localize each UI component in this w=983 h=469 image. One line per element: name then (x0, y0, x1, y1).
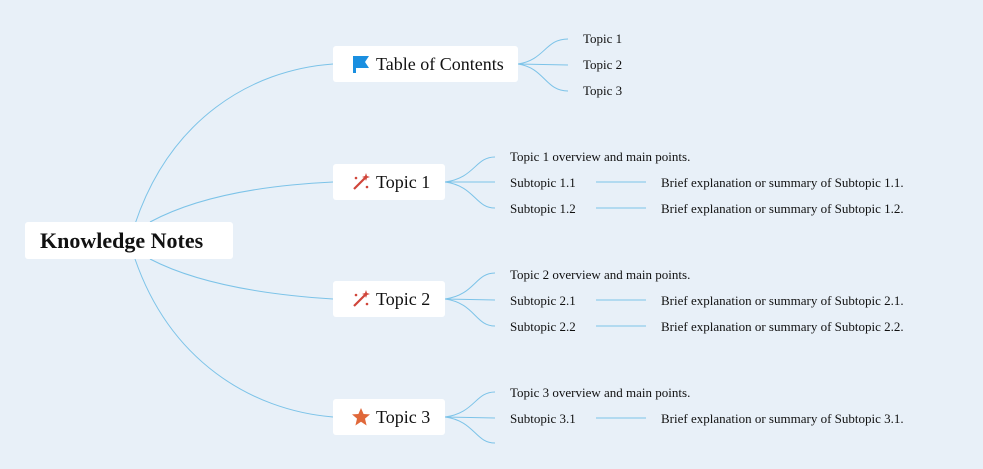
root-node[interactable]: Knowledge Notes (25, 222, 233, 259)
link-topic3-overview (444, 391, 496, 418)
topic1-node[interactable]: Topic 1 (333, 164, 445, 200)
topic1-label: Topic 1 (376, 171, 431, 192)
link-topic3-empty (444, 416, 496, 444)
topic2-node[interactable]: Topic 2 (333, 281, 445, 317)
link-topic1-overview (444, 156, 496, 183)
link-root-toc (134, 63, 334, 225)
toc-item[interactable]: Topic 1 (583, 31, 623, 46)
link-root-topic3 (134, 258, 334, 418)
magic-wand-icon (351, 172, 371, 192)
link-root-topic1 (149, 181, 334, 223)
link-topic1-sub2 (444, 181, 496, 209)
subtopic-1-2-detail[interactable]: Brief explanation or summary of Subtopic… (661, 201, 904, 216)
topic1-overview[interactable]: Topic 1 overview and main points. (510, 149, 691, 164)
link-toc-item1 (517, 38, 569, 65)
toc-item[interactable]: Topic 2 (583, 57, 623, 72)
star-icon (351, 407, 371, 427)
link-toc-item2 (517, 63, 569, 66)
topic3-label: Topic 3 (376, 406, 431, 427)
topic2-overview[interactable]: Topic 2 overview and main points. (510, 267, 691, 282)
topic2-label: Topic 2 (376, 288, 431, 309)
topic3-node[interactable]: Topic 3 (333, 399, 445, 435)
toc-item[interactable]: Topic 3 (583, 83, 623, 98)
link-topic3-sub1 (444, 416, 496, 419)
subtopic-1-1-detail[interactable]: Brief explanation or summary of Subtopic… (661, 175, 904, 190)
subtopic-2-1[interactable]: Subtopic 2.1 (510, 293, 576, 308)
toc-label: Table of Contents (376, 53, 504, 74)
link-topic2-sub2 (444, 298, 496, 327)
subtopic-2-2-detail[interactable]: Brief explanation or summary of Subtopic… (661, 319, 904, 334)
toc-node[interactable]: Table of Contents (333, 46, 518, 82)
subtopic-3-1-detail[interactable]: Brief explanation or summary of Subtopic… (661, 411, 904, 426)
subtopic-2-2[interactable]: Subtopic 2.2 (510, 319, 576, 334)
magic-wand-icon (351, 289, 371, 309)
subtopic-2-1-detail[interactable]: Brief explanation or summary of Subtopic… (661, 293, 904, 308)
topic3-overview[interactable]: Topic 3 overview and main points. (510, 385, 691, 400)
subtopic-1-2[interactable]: Subtopic 1.2 (510, 201, 576, 216)
link-topic2-sub1 (444, 298, 496, 301)
link-root-topic2 (149, 258, 334, 300)
subtopic-1-1[interactable]: Subtopic 1.1 (510, 175, 576, 190)
link-toc-item3 (517, 63, 569, 92)
link-topic2-overview (444, 272, 496, 300)
subtopic-3-1[interactable]: Subtopic 3.1 (510, 411, 576, 426)
flag-icon (351, 54, 371, 74)
root-label: Knowledge Notes (40, 227, 204, 253)
